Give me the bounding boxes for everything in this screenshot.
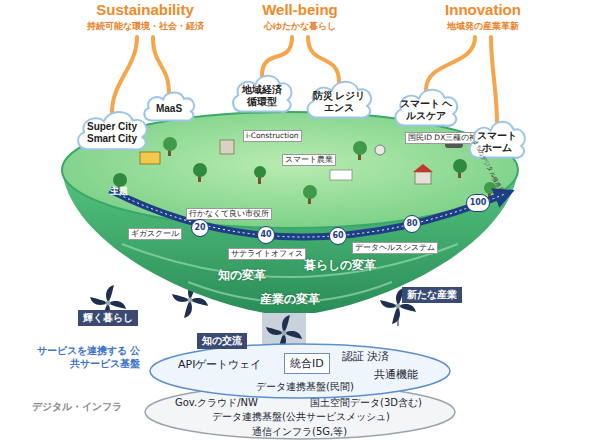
callout-number: 80 xyxy=(403,215,421,233)
node-text: Innovation xyxy=(418,1,548,19)
cloud-node: 防災 レジリエンス xyxy=(302,76,376,122)
cloud-outline xyxy=(233,76,291,112)
node-text: データ連携基盤(公共サービスメッシュ) xyxy=(212,410,390,424)
goal-heading: Well-being 心ゆたかな暮らし xyxy=(240,1,360,37)
callout-number: 20 xyxy=(191,219,209,237)
node-text: Well-being xyxy=(240,1,360,19)
node-text: 産業の変革 xyxy=(260,291,320,308)
node-text: APIゲートウェイ xyxy=(178,357,261,372)
goal-heading: Sustainability 持続可能な環境・社会・経済 xyxy=(75,1,215,37)
pillar-label: 輝く暮らし xyxy=(78,310,138,326)
cloud-node: スマート ヘルスケア xyxy=(390,84,462,130)
note-label: 主題 xyxy=(110,185,128,198)
node-text: i-Construction xyxy=(246,131,299,140)
initiative-tag: サテライトオフィス xyxy=(228,248,306,260)
stem xyxy=(397,306,399,326)
band-line xyxy=(122,244,458,277)
node-text: データヘルスシステム xyxy=(355,243,435,252)
timeline-arrow xyxy=(110,190,505,237)
cloud-outline xyxy=(144,93,194,121)
node-text: 暮らしの変革 xyxy=(304,257,376,274)
buildings xyxy=(140,140,463,184)
initiative-tag: ギガスクール xyxy=(128,228,182,240)
node-text: Sustainability xyxy=(75,1,215,19)
initiative-tag: データヘルスシステム xyxy=(352,242,438,254)
node-text: 知の変革 xyxy=(218,267,266,284)
initiative-tag: i-Construction xyxy=(243,130,302,142)
pillar-label: 新たな産業 xyxy=(402,287,462,303)
cloud-node: 地域経済 循環型 xyxy=(228,70,296,116)
initiative-tag: スマート農業 xyxy=(282,154,336,166)
node-text: 防災 レジリエンス xyxy=(308,84,370,114)
platform-disc-node: サービスを連携する 公共サービス基盤 APIゲートウェイ 認証 決済共通機能データ連… xyxy=(28,340,458,402)
node-text: 新たな産業 xyxy=(407,289,457,300)
node-text: 心ゆたかな暮らし xyxy=(240,21,360,32)
node-text: サテライトオフィス xyxy=(231,249,303,258)
goal-connector xyxy=(153,37,169,94)
cloud-node: MaaS xyxy=(140,88,198,124)
node-text: 認証 決済 xyxy=(342,349,390,364)
node-text: 統合ID xyxy=(290,357,324,370)
trees xyxy=(113,137,496,204)
node-text: Super City Smart City xyxy=(83,115,141,145)
node-text: デジタル・インフラ xyxy=(32,400,122,414)
cloud-outline xyxy=(308,82,372,118)
node-text: 地域経済 循環型 xyxy=(237,78,287,108)
node-text: MaaS xyxy=(156,97,182,115)
node-text: ギガスクール xyxy=(131,229,179,238)
disc-outline xyxy=(150,344,450,398)
goal-connector xyxy=(491,37,497,122)
goal-connector xyxy=(308,37,339,82)
node-text: スマート ヘルスケア xyxy=(399,92,453,122)
disc-outline xyxy=(145,385,455,439)
goal-connector xyxy=(112,37,137,112)
node-text: データ連携基盤(民間) xyxy=(256,380,354,394)
goal-connector xyxy=(262,37,292,76)
callout-number: 60 xyxy=(329,227,347,245)
cloud-outline xyxy=(78,112,147,150)
timeline-dots xyxy=(110,190,505,237)
cloud-outline xyxy=(395,90,457,126)
node-text: 共通機能 xyxy=(374,367,418,382)
node-text: 通信インフラ(5G,等) xyxy=(252,425,347,439)
callout-number: 40 xyxy=(257,226,275,244)
cloud-node: Super City Smart City xyxy=(72,106,152,154)
node-text: 行かなくて良い市役所 xyxy=(189,209,269,218)
node-text: 地域発の産業革新 xyxy=(418,21,548,32)
node-text: スマート農業 xyxy=(285,155,333,164)
goal-connector xyxy=(426,37,475,90)
node-text: 知の交流 xyxy=(202,335,242,346)
id-box: 統合ID xyxy=(284,353,330,374)
pillar-label: 知の交流 xyxy=(197,333,247,349)
node-text: Gov.クラウド/NW xyxy=(175,396,258,410)
goal-heading: Innovation 地域発の産業革新 xyxy=(418,1,548,37)
node-text: 輝く暮らし xyxy=(83,312,133,323)
callout-number: 100 xyxy=(466,194,490,212)
node-text: 持続可能な環境・社会・経済 xyxy=(75,21,215,32)
node-text: サービスを連携する 公共サービス基盤 xyxy=(28,344,140,370)
